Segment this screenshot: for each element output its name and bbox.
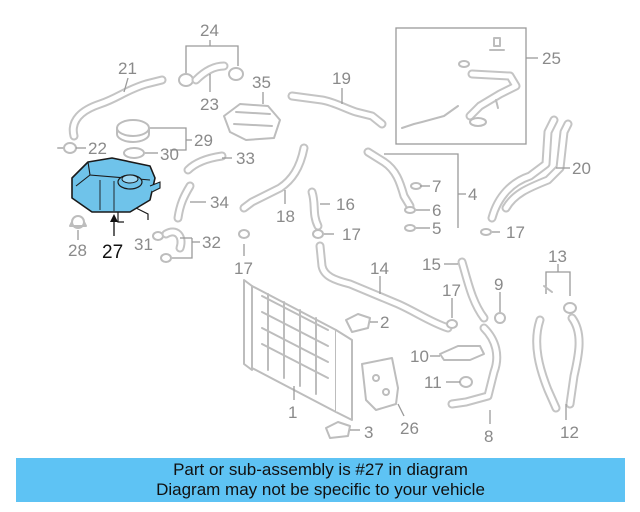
callout-17-c: 17 xyxy=(442,281,461,300)
callout-25: 25 xyxy=(542,49,561,68)
callout-35: 35 xyxy=(252,73,271,92)
clamp-17d xyxy=(480,228,492,236)
part-28-sensor xyxy=(69,215,87,229)
callout-13: 13 xyxy=(548,247,567,266)
hose-34 xyxy=(173,181,195,223)
sub-assembly-box-25 xyxy=(395,27,527,145)
part-3-mount xyxy=(325,421,351,439)
part-25-pipes xyxy=(401,37,521,129)
callout-23: 23 xyxy=(200,95,219,114)
part-10 xyxy=(439,345,485,361)
callout-18: 18 xyxy=(276,207,295,226)
callout-14: 14 xyxy=(370,259,389,278)
hose-15 xyxy=(457,257,489,323)
callout-20: 20 xyxy=(572,159,591,178)
callout-2: 2 xyxy=(380,313,389,332)
parts-diagram: 1 2 3 4 5 6 7 8 9 10 11 12 13 14 15 16 1… xyxy=(57,21,591,446)
callout-6: 6 xyxy=(432,201,441,220)
callout-24: 24 xyxy=(200,21,219,40)
arrow-27 xyxy=(110,214,118,222)
pipe-14 xyxy=(315,241,453,333)
pipe-18 xyxy=(238,143,309,239)
part-16 xyxy=(307,187,324,239)
hose-8 xyxy=(447,323,502,409)
callout-26: 26 xyxy=(400,419,419,438)
part-11 xyxy=(459,376,473,388)
callout-16: 16 xyxy=(336,195,355,214)
part-22-clamp xyxy=(57,142,77,154)
hose-21 xyxy=(68,75,167,141)
part-17c xyxy=(446,319,458,329)
hose-12 xyxy=(532,285,584,413)
hose-33 xyxy=(183,151,227,175)
part-29-cap xyxy=(116,119,150,143)
coolant-reservoir-highlighted[interactable] xyxy=(71,157,161,223)
callout-3: 3 xyxy=(364,423,373,442)
callout-27-highlighted[interactable]: 27 xyxy=(102,242,123,263)
callout-28: 28 xyxy=(68,241,87,260)
part-9 xyxy=(494,312,506,324)
callout-9: 9 xyxy=(494,275,503,294)
callout-34: 34 xyxy=(210,193,229,212)
callout-15: 15 xyxy=(422,255,441,274)
callout-17-b: 17 xyxy=(342,225,361,244)
callout-10: 10 xyxy=(410,347,429,366)
part-31-32-hose xyxy=(152,227,186,263)
pipe-20 xyxy=(487,115,573,223)
callout-5: 5 xyxy=(432,219,441,238)
callout-30: 30 xyxy=(160,145,179,164)
callout-22: 22 xyxy=(88,139,107,158)
callout-11: 11 xyxy=(424,373,442,392)
banner-line-1: Part or sub-assembly is #27 in diagram xyxy=(173,460,468,479)
banner-line-2: Diagram may not be specific to your vehi… xyxy=(156,480,485,499)
callout-8: 8 xyxy=(484,427,493,446)
callout-21: 21 xyxy=(118,59,137,78)
part-30-seal xyxy=(123,147,145,159)
callout-1: 1 xyxy=(288,403,297,422)
callout-29: 29 xyxy=(194,131,213,150)
callout-31: 31 xyxy=(134,235,153,254)
radiator-1 xyxy=(243,279,353,421)
part-24-clamps xyxy=(178,61,244,87)
callout-17-d: 17 xyxy=(506,223,525,242)
pipe-19 xyxy=(287,91,387,129)
info-banner: Part or sub-assembly is #27 in diagram D… xyxy=(16,458,625,502)
part-2-mount xyxy=(345,313,371,333)
callout-4: 4 xyxy=(468,185,477,204)
callout-12: 12 xyxy=(560,423,579,442)
callout-7: 7 xyxy=(432,177,441,196)
callout-19: 19 xyxy=(332,69,351,88)
part-35-cover xyxy=(223,103,281,141)
pipe-assembly-4 xyxy=(363,147,422,232)
callout-33: 33 xyxy=(236,149,255,168)
callout-17-a: 17 xyxy=(234,259,253,278)
part-26-bracket xyxy=(361,357,399,411)
callout-32: 32 xyxy=(202,233,221,252)
